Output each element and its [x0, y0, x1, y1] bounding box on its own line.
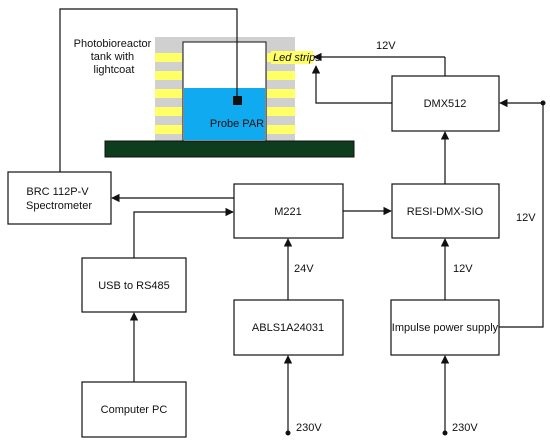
arrow-dmx-led-2 [311, 65, 392, 104]
bus-junction [540, 100, 546, 106]
label-230v-left: 230V [296, 422, 322, 434]
arrow-usb-m221 [133, 207, 234, 258]
block-impulse-power-supply: Impulse power supply [390, 299, 500, 356]
dmx512-label: DMX512 [424, 98, 467, 110]
led-strip [155, 53, 182, 62]
led-strip [267, 89, 295, 98]
label-12v-right: 12V [516, 212, 536, 224]
base-plate [104, 140, 355, 158]
block-abls1a24031: ABLS1A24031 [233, 299, 344, 356]
label-230v-right: 230V [452, 422, 478, 434]
block-dmx512: DMX512 [391, 75, 500, 132]
led-strip [155, 125, 182, 134]
resi-label: RESI-DMX-SIO [407, 206, 484, 218]
led-strip [267, 107, 295, 116]
psu-right-bus [499, 103, 544, 328]
input-230v-left [285, 430, 291, 436]
block-computer-pc: Computer PC [81, 381, 187, 438]
probe-par [233, 96, 242, 105]
label-12v-psu: 12V [453, 263, 473, 275]
abls-label: ABLS1A24031 [252, 322, 324, 334]
block-spectrometer: BRC 112P-V Spectrometer [7, 171, 112, 225]
led-strip [155, 71, 182, 80]
led-strip [267, 125, 295, 134]
led-strip [267, 71, 295, 80]
m221-label: M221 [274, 206, 302, 218]
block-m221: M221 [233, 183, 344, 239]
spectrometer-label: BRC 112P-V Spectrometer [26, 186, 92, 212]
photobioreactor-tank: Probe PAR Photobioreactor tank with ligh… [74, 37, 355, 158]
block-usb-rs485: USB to RS485 [81, 257, 187, 313]
label-24v: 24V [294, 263, 314, 275]
led-strip [155, 89, 182, 98]
pc-label: Computer PC [101, 404, 168, 416]
psu-label: Impulse power supply [392, 322, 499, 334]
led-strip [155, 107, 182, 116]
label-12v-led: 12V [376, 40, 396, 52]
probe-fiber [59, 8, 238, 172]
water [184, 88, 265, 140]
led-label-bg [271, 51, 313, 64]
tank-title: Photobioreactor tank with lightcoat [74, 38, 155, 76]
probe-par-label: Probe PAR [210, 118, 264, 130]
led-strips-label: Led strips [273, 52, 321, 64]
block-resi-dmx-sio: RESI-DMX-SIO [391, 183, 500, 239]
input-230v-right [442, 430, 448, 436]
usb-label: USB to RS485 [98, 280, 170, 292]
